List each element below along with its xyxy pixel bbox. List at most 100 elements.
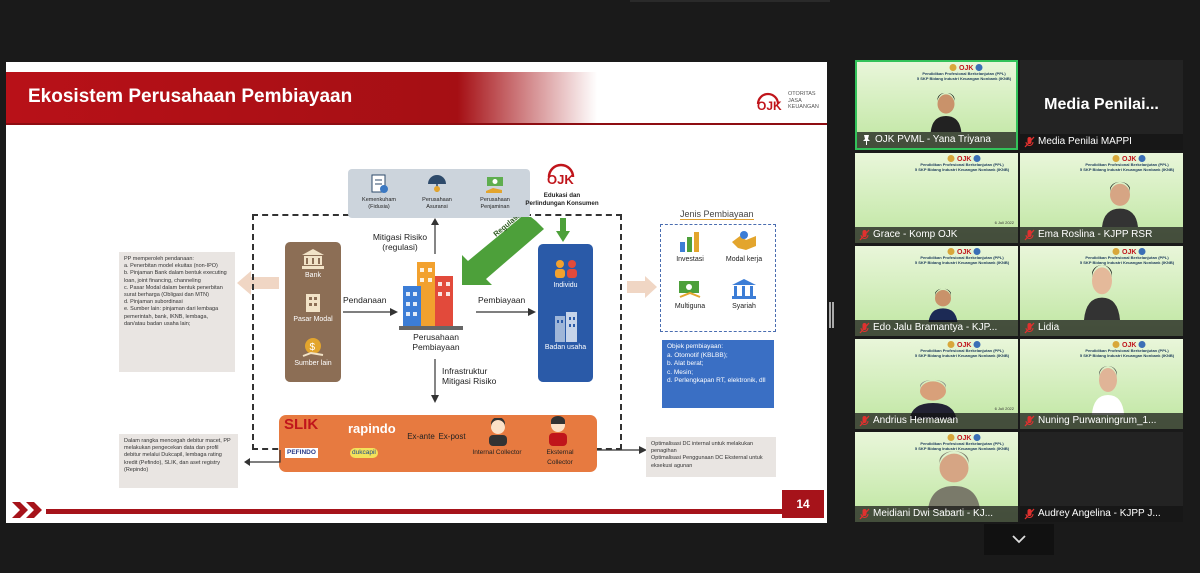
- bank-icon: [302, 249, 324, 269]
- mitigasi-label: Mitigasi Risiko (regulasi): [372, 232, 428, 252]
- participant-tile[interactable]: Audrey Angelina - KJPP J...: [1020, 432, 1183, 522]
- ojk-logo-icon: OJK: [947, 248, 981, 256]
- mic-muted-icon: [1024, 415, 1035, 427]
- eksternal-collector-label: Eksternal Collector: [546, 449, 574, 466]
- slide-header-bar: [6, 72, 827, 123]
- top-strip: [630, 0, 830, 2]
- rapindo-logo: rapindo: [348, 421, 396, 436]
- header-underline: [6, 123, 827, 125]
- participant-name: Meidiani Dwi Sabarti - KJ...: [873, 508, 994, 519]
- ex-ante-label: Ex-ante: [407, 432, 435, 441]
- background-date: 6 Juli 2022: [994, 406, 1014, 411]
- mosque-bank-icon: [732, 279, 756, 299]
- participant-name: Andrius Hermawan: [873, 415, 959, 426]
- jenis-label: Multiguna: [674, 303, 706, 310]
- left-item-label: Pasar Modal: [293, 316, 333, 323]
- objek-title: Objek pembiayaan:: [667, 343, 724, 350]
- perusahaan-pembiayaan-label: Perusahaan Pembiayaan: [412, 332, 460, 352]
- risk-infrastructure-bar: [279, 415, 597, 472]
- participant-video: [1084, 265, 1120, 320]
- left-item-bank: Bank: [285, 248, 341, 279]
- background-caption: Pendidikan Profesional Berkelanjutan (PP…: [914, 162, 1010, 172]
- arrow-down-icon: [556, 218, 570, 242]
- note-line: d. Pinjaman subordinasi: [124, 299, 183, 306]
- svg-text:OJK: OJK: [757, 99, 782, 113]
- jenis-label: Modal kerja: [725, 256, 763, 263]
- left-item-sumber-lain: $ Sumber lain: [285, 336, 341, 367]
- edukasi-label: Edukasi dan Perlindungan Konsumen: [525, 192, 599, 207]
- top-item-penjaminan: Perusahaan Penjaminan: [470, 173, 520, 210]
- participant-big-name: Media Penilai...: [1044, 96, 1159, 113]
- background-caption: Pendidikan Profesional Berkelanjutan (PP…: [914, 348, 1010, 358]
- infrastruktur-label: Infrastruktur Mitigasi Risiko: [442, 366, 497, 386]
- note-pendanaan: PP memperoleh pendanaan: a. Penerbitan m…: [119, 252, 235, 372]
- participant-name: Lidia: [1038, 322, 1060, 333]
- top-institutions-box: Kemenkuham (Fidusia) Perusahaan Asuransi…: [348, 169, 530, 218]
- objek-item: b. Alat berat;: [667, 360, 704, 367]
- mic-muted-icon: [1024, 229, 1035, 241]
- jenis-label: Syariah: [732, 303, 756, 310]
- jenis-pembiayaan-box: [660, 224, 776, 332]
- svg-text:OJK: OJK: [957, 342, 971, 349]
- pin-icon: [863, 135, 870, 145]
- slide-title: Ekosistem Perusahaan Pembiayaan: [28, 86, 353, 107]
- left-item-label: Bank: [305, 272, 321, 279]
- mic-muted-icon: [859, 415, 870, 427]
- participant-name-bar: Nuning Purwaningrum_1...: [1020, 413, 1183, 429]
- collector-icon: [549, 416, 567, 446]
- panel-resize-handle[interactable]: [829, 302, 835, 328]
- pefindo-logo: PEFINDO: [285, 448, 318, 458]
- note-line: e. Sumber lain: pinjaman dari lembaga pe…: [124, 306, 219, 327]
- blue-item-label: Badan usaha: [544, 344, 587, 351]
- objek-pembiayaan-box: Objek pembiayaan: a. Otomotif (KBLBB); b…: [662, 340, 774, 408]
- office-building-icon: [554, 312, 577, 342]
- top-item-kemenkuham: Kemenkuham (Fidusia): [354, 173, 404, 210]
- arrow-left-icon: [244, 450, 281, 466]
- participant-name: Edo Jalu Bramantya - KJP...: [873, 322, 998, 333]
- top-item-asuransi: Perusahaan Asuransi: [412, 173, 462, 210]
- ojk-logo-icon: OJK: [756, 92, 782, 113]
- debtor-column: Individu Badan usaha: [538, 244, 593, 382]
- note-line: a. Penerbitan model ekuitas (non-IPO): [124, 263, 218, 270]
- money-bag-icon: $: [302, 338, 324, 357]
- ojk-logo-text: OTORITAS JASA KEUANGAN: [788, 91, 819, 110]
- jenis-item-syariah: Syariah: [718, 277, 770, 310]
- participant-name: Nuning Purwaningrum_1...: [1038, 415, 1157, 426]
- participant-name: OJK PVML - Yana Triyana: [875, 134, 991, 145]
- participant-tile[interactable]: Media Penilai...Media Penilai MAPPI: [1020, 60, 1183, 150]
- svg-text:OJK: OJK: [957, 156, 971, 163]
- participant-video: [928, 288, 958, 322]
- collector-icon: [489, 418, 507, 446]
- scroll-down-button[interactable]: [984, 524, 1054, 555]
- blue-item-label: Individu: [553, 282, 578, 289]
- participant-name-bar: Andrius Hermawan: [855, 413, 1018, 429]
- footer-line: [46, 509, 786, 514]
- background-caption: Pendidikan Profesional Berkelanjutan (PP…: [1079, 255, 1175, 265]
- jenis-item-investasi: Investasi: [664, 230, 716, 263]
- regulation-arrow-icon: Regulasi dan Pengawasan: [462, 217, 546, 285]
- umbrella-icon: [428, 175, 446, 192]
- svg-text:OJK: OJK: [957, 435, 971, 442]
- pendanaan-label: Pendanaan: [343, 295, 387, 305]
- funding-sources-column: Bank Pasar Modal $ Sumber lain: [285, 242, 341, 382]
- slide-top-strip: [6, 62, 827, 72]
- note-line: PP memperoleh pendanaan:: [124, 256, 194, 262]
- ex-post-label: Ex-post: [438, 432, 466, 441]
- participant-name-bar: Audrey Angelina - KJPP J...: [1020, 506, 1183, 522]
- note-line: Optimalisasi Penggunaan DC Eksternal unt…: [651, 455, 763, 469]
- jenis-title: Jenis Pembiayaan: [680, 209, 754, 220]
- background-date: 6 Juli 2022: [994, 220, 1014, 225]
- slik-logo: SLIK: [284, 416, 319, 433]
- mic-muted-icon: [859, 229, 870, 241]
- background-caption: Pendidikan Profesional Berkelanjutan (PP…: [914, 441, 1010, 451]
- investment-icon: [680, 232, 699, 252]
- participant-name-bar: Meidiani Dwi Sabarti - KJ...: [855, 506, 1018, 522]
